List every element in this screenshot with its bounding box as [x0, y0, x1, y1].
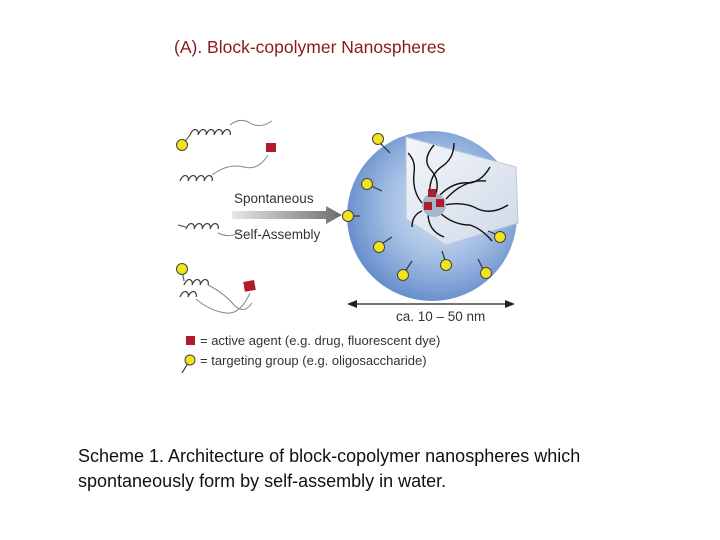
surface-targeting-group-icon — [440, 259, 452, 271]
core-active-agent-icon — [428, 189, 436, 197]
surface-targeting-group-icon — [480, 267, 492, 279]
active-agent-icon — [243, 280, 256, 292]
surface-targeting-group-icon — [397, 269, 409, 281]
arrow-label-top: Spontaneous — [234, 191, 314, 206]
size-indicator — [347, 300, 515, 308]
arrow-label-bottom: Self-Assembly — [234, 227, 321, 242]
size-label: ca. 10 – 50 nm — [396, 309, 485, 324]
nanosphere-scheme: Spontaneous Self-Assembly — [160, 95, 540, 385]
self-assembly-arrow — [232, 206, 342, 224]
caption-line-2: spontaneously form by self-assembly in w… — [78, 470, 447, 491]
surface-targeting-group-icon — [372, 133, 384, 145]
active-agent-icon — [266, 143, 276, 152]
copolymer-chain — [179, 290, 251, 314]
legend-targeting-group-icon — [184, 354, 196, 366]
core-active-agent-icon — [436, 199, 444, 207]
legend-targeting-group-label: = targeting group (e.g. oligosaccharide) — [200, 353, 427, 368]
surface-targeting-group-icon — [494, 231, 506, 243]
figure-title: (A). Block-copolymer Nanospheres — [174, 37, 446, 57]
figure-caption: Scheme 1. Architecture of block-copolyme… — [78, 444, 678, 493]
copolymer-chain — [181, 119, 273, 146]
surface-targeting-group-icon — [373, 241, 385, 253]
core-active-agent-icon — [424, 202, 432, 210]
legend: = active agent (e.g. drug, fluorescent d… — [181, 333, 440, 374]
caption-line-1: Scheme 1. Architecture of block-copolyme… — [78, 446, 581, 466]
surface-targeting-group-icon — [361, 178, 373, 190]
copolymer-chain — [181, 269, 253, 310]
legend-active-agent-label: = active agent (e.g. drug, fluorescent d… — [200, 333, 440, 348]
nanosphere — [342, 131, 519, 301]
targeting-group-icon — [176, 263, 188, 275]
copolymer-chain — [177, 222, 243, 237]
copolymer-chain — [179, 154, 269, 182]
legend-active-agent-icon — [186, 336, 195, 345]
surface-targeting-group-icon — [342, 210, 354, 222]
targeting-group-icon — [176, 139, 188, 151]
